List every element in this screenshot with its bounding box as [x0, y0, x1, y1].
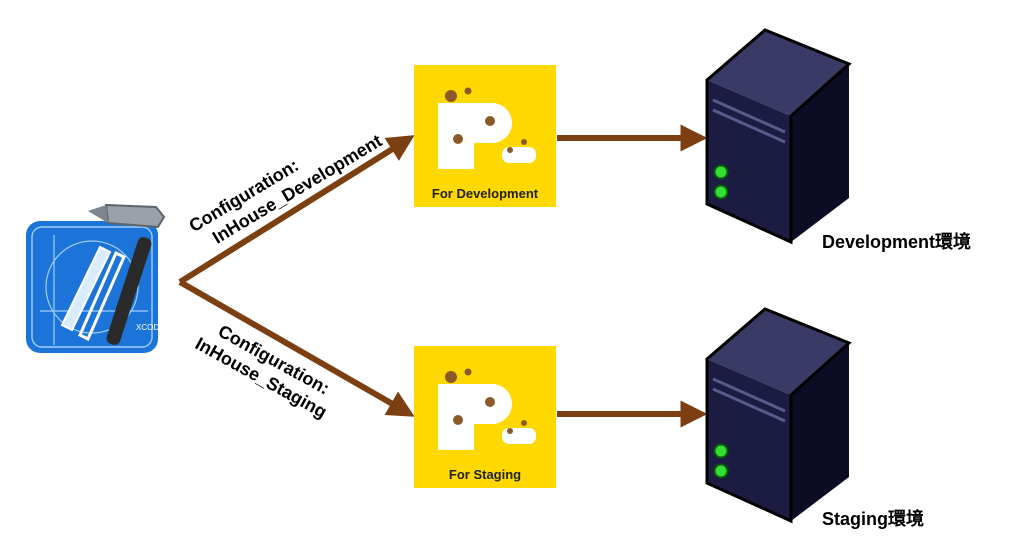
server-icon — [703, 26, 853, 246]
app-icon-development: For Development — [414, 65, 556, 207]
environment-label-staging: Staging環境 — [822, 509, 924, 529]
app-label-staging: For Staging — [448, 467, 522, 482]
xcode-icon-text: XCODE — [136, 323, 164, 332]
app-icon — [438, 87, 536, 169]
arrow-xcode-to-dev-app — [178, 135, 415, 285]
app-icon — [438, 368, 536, 450]
environment-label-development: Development環境 — [822, 232, 972, 252]
app-label-development: For Development — [431, 186, 539, 201]
app-icon-staging: For Staging — [414, 346, 556, 488]
arrow-xcode-to-staging-app — [178, 279, 415, 417]
server-icon — [703, 305, 853, 525]
xcode-icon: XCODE — [18, 195, 183, 360]
